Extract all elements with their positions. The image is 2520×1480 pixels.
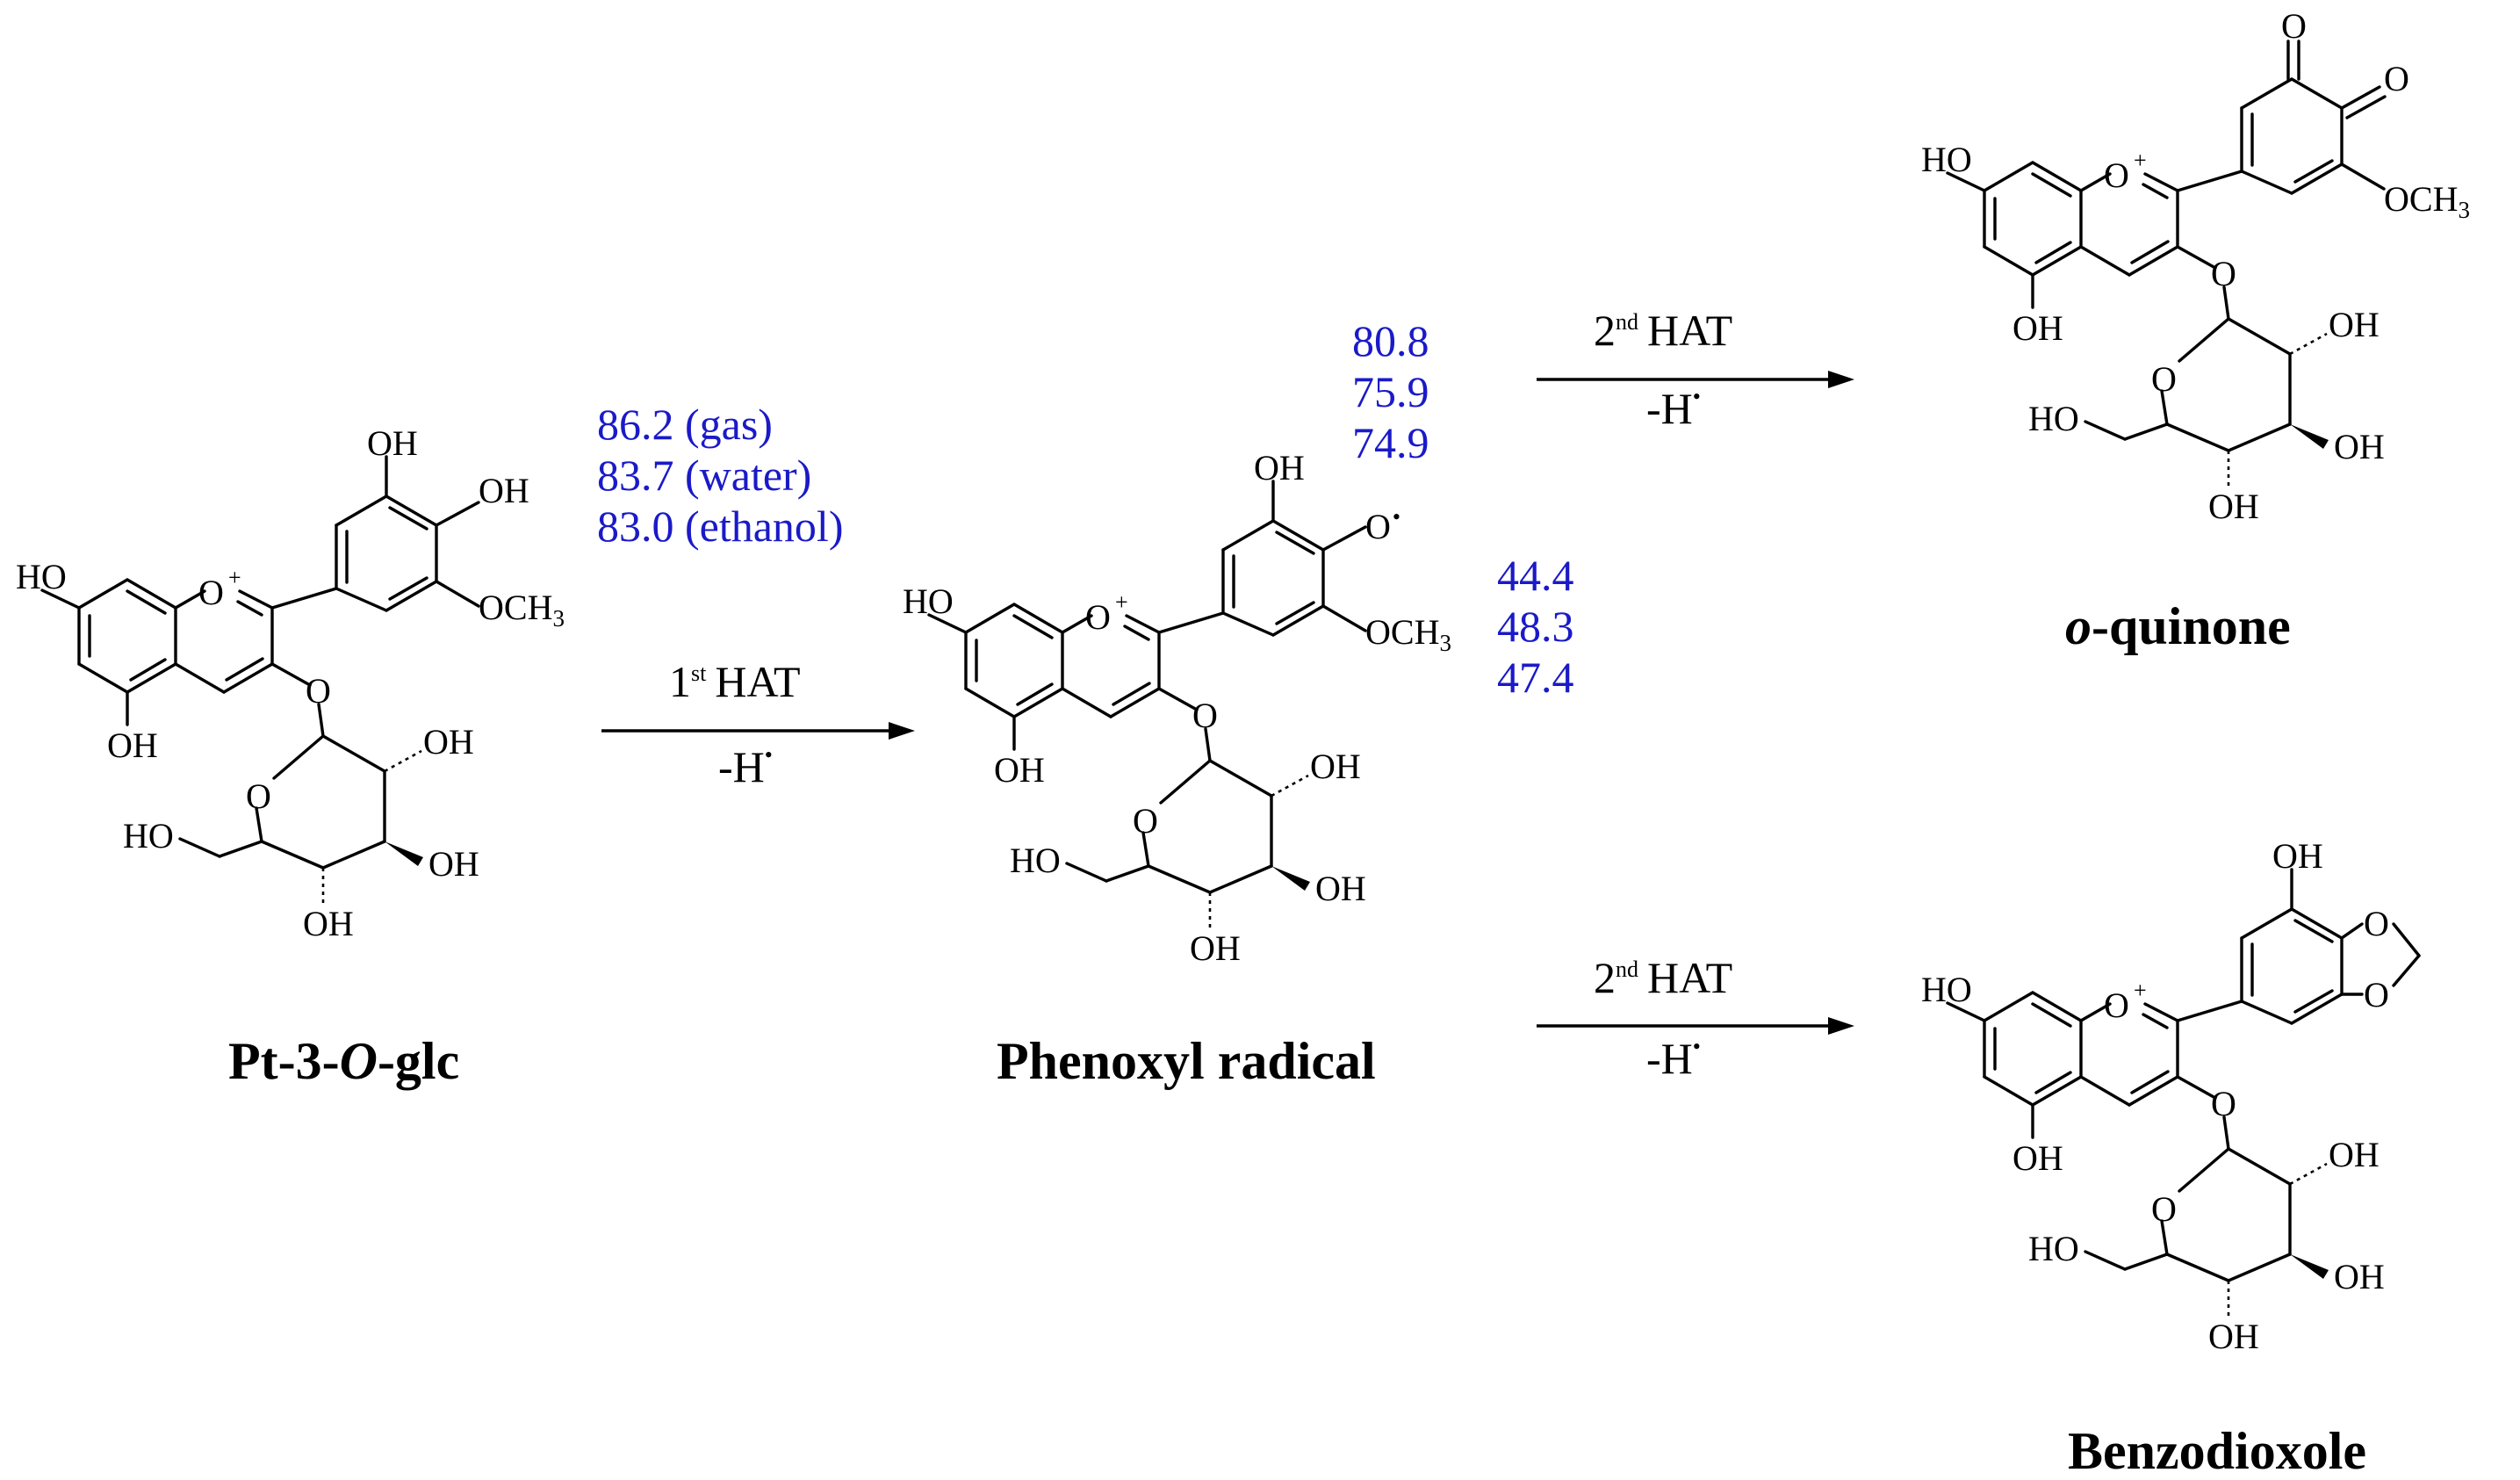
step-loss-second-bottom: -H• xyxy=(1646,1034,1701,1083)
label-o-glycosidic: O xyxy=(2211,254,2236,293)
label-oh-4p: OH xyxy=(479,471,529,510)
label-oh-c4pp: OH xyxy=(1190,928,1241,968)
label-ho-c7: HO xyxy=(1921,140,1972,179)
energy-quinone-gas: 80.8 xyxy=(1352,316,1429,365)
label-oh-c5: OH xyxy=(2012,308,2063,348)
atom-labels: HO O + OH O O OH OH OH HO OH OH OCH3 xyxy=(16,423,565,943)
label-och3: OCH3 xyxy=(2384,179,2470,223)
energy-list-dioxole: 44.4 48.3 47.4 xyxy=(1497,551,1574,702)
label-o-ring: O xyxy=(1085,597,1111,637)
label-o-pyranose: O xyxy=(2151,359,2177,399)
label-o-glycosidic: O xyxy=(2211,1084,2236,1123)
label-o-ring: O xyxy=(2104,155,2129,195)
label-oh-c2pp: OH xyxy=(2329,1135,2380,1174)
atom-labels: HO O + OH O O OH OH OH HO OH O• OCH3 xyxy=(903,448,1451,968)
label-o-ring: O xyxy=(198,573,224,612)
label-oh-3p: OH xyxy=(1254,448,1305,487)
label-ho-ch2: HO xyxy=(1010,841,1061,880)
compound-name-dioxole: Benzodioxole xyxy=(2068,1422,2366,1480)
label-o-pyranose: O xyxy=(1133,801,1158,841)
label-plus: + xyxy=(2134,148,2147,173)
molecule-pt-3-o-glc: HO O + OH O O OH OH OH HO OH OH OCH3 xyxy=(16,423,565,943)
label-plus: + xyxy=(2134,978,2147,1003)
energy-list-first-hat: 86.2 (gas) 83.7 (water) 83.0 (ethanol) xyxy=(597,400,843,551)
label-ho-ch2: HO xyxy=(2028,399,2079,438)
energy-quinone-ethanol: 74.9 xyxy=(1352,418,1429,467)
energy-list-quinone: 80.8 75.9 74.9 xyxy=(1352,316,1429,467)
label-ho-ch2: HO xyxy=(2028,1229,2079,1268)
label-o-carbonyl-4: O xyxy=(2384,59,2409,98)
label-oh-c5: OH xyxy=(107,726,158,765)
label-o-ring: O xyxy=(2104,985,2129,1025)
label-o-dioxole-top: O xyxy=(2364,904,2389,943)
step-loss-first: -H• xyxy=(718,742,773,791)
b-ring xyxy=(1157,480,1367,637)
label-oh-5p: OH xyxy=(2272,836,2323,876)
label-och3: OCH3 xyxy=(479,588,565,632)
compound-name-radical: Phenoxyl radical xyxy=(997,1032,1376,1090)
label-ho-ch2: HO xyxy=(123,816,174,856)
label-oh-c3pp: OH xyxy=(428,844,479,884)
energy-gas: 86.2 (gas) xyxy=(597,400,773,449)
b-ring xyxy=(270,455,480,612)
atom-labels: HO O + OH O O OH OH OH HO OH O O xyxy=(1921,836,2389,1356)
compound-name-quinone: o-quinone xyxy=(2065,597,2291,655)
label-oh-c5: OH xyxy=(994,750,1045,790)
energy-quinone-water: 75.9 xyxy=(1352,367,1429,416)
b-ring-quinone xyxy=(2176,40,2387,195)
label-oh-c3pp: OH xyxy=(1315,869,1366,908)
label-oh-c5: OH xyxy=(2012,1138,2063,1178)
label-oh-3p: OH xyxy=(367,423,418,463)
label-oh-c4pp: OH xyxy=(2208,487,2259,526)
atom-labels: HO O + OH O O OH OH OH HO O O OCH3 xyxy=(1921,6,2470,526)
molecule-benzodioxole: HO O + OH O O OH OH OH HO OH O O xyxy=(1921,836,2421,1356)
label-o-radical: O• xyxy=(1365,504,1400,546)
label-ho-c7: HO xyxy=(903,581,954,621)
label-oh-c2pp: OH xyxy=(2329,305,2380,344)
label-plus: + xyxy=(228,565,241,590)
molecule-phenoxyl-radical: HO O + OH O O OH OH OH HO OH O• OCH3 xyxy=(903,448,1451,968)
label-oh-c3pp: OH xyxy=(2334,427,2385,466)
energy-water: 83.7 (water) xyxy=(597,451,811,500)
label-o-pyranose: O xyxy=(2151,1189,2177,1229)
b-ring-dioxole xyxy=(2176,868,2421,1025)
label-och3: OCH3 xyxy=(1365,612,1451,656)
label-oh-c4pp: OH xyxy=(2208,1317,2259,1356)
energy-dioxole-gas: 44.4 xyxy=(1497,551,1574,600)
label-oh-c2pp: OH xyxy=(1310,747,1361,786)
label-oh-c2pp: OH xyxy=(423,722,474,762)
step-loss-second-top: -H• xyxy=(1646,384,1701,433)
label-o-glycosidic: O xyxy=(1192,696,1218,735)
compound-name-start: Pt-3-O-glc xyxy=(228,1032,459,1090)
label-ho-c7: HO xyxy=(1921,970,1972,1009)
label-o-carbonyl-3: O xyxy=(2281,6,2307,46)
label-o-dioxole-bottom: O xyxy=(2364,975,2389,1014)
energy-ethanol: 83.0 (ethanol) xyxy=(597,502,843,551)
molecule-o-quinone: HO O + OH O O OH OH OH HO O O OCH3 xyxy=(1921,6,2470,526)
energy-dioxole-ethanol: 47.4 xyxy=(1497,653,1574,702)
label-o-glycosidic: O xyxy=(306,671,331,711)
energy-dioxole-water: 48.3 xyxy=(1497,602,1574,651)
label-ho-c7: HO xyxy=(16,557,67,596)
label-oh-c3pp: OH xyxy=(2334,1257,2385,1296)
label-o-pyranose: O xyxy=(246,776,271,816)
label-oh-c4pp: OH xyxy=(303,904,354,943)
label-plus: + xyxy=(1115,589,1128,615)
